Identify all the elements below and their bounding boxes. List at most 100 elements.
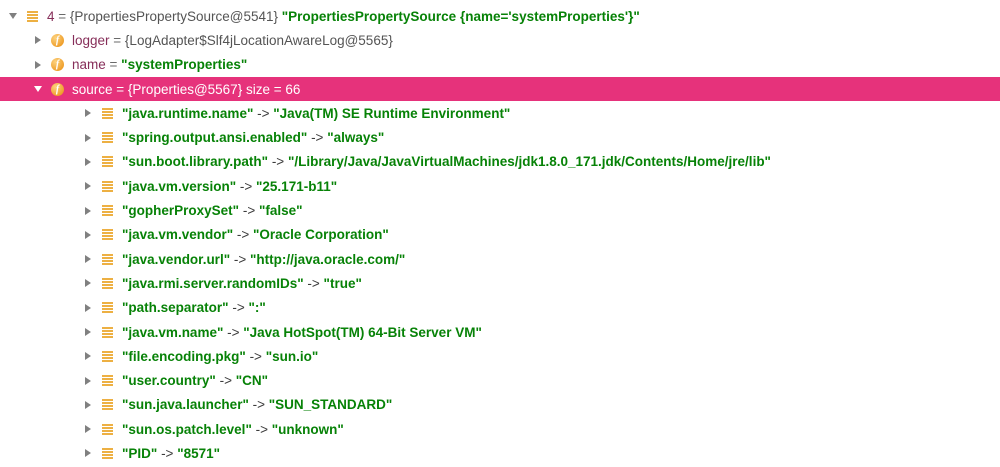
text-segment-string: "true"	[323, 275, 362, 291]
expand-arrow-icon[interactable]	[81, 398, 95, 412]
text-segment-ref: {Properties@5567}	[127, 81, 246, 97]
value-icon	[101, 155, 114, 168]
tree-row-label: "java.vm.name" -> "Java HotSpot(TM) 64-B…	[122, 325, 482, 340]
expand-arrow-icon[interactable]	[81, 131, 95, 145]
text-segment-ref: {PropertiesPropertySource@5541}	[69, 8, 282, 24]
value-icon	[101, 204, 114, 217]
text-segment-arrow: ->	[230, 251, 250, 267]
text-segment-arrow: ->	[253, 105, 274, 121]
value-icon	[26, 10, 39, 23]
text-segment-string: "sun.os.patch.level"	[122, 421, 252, 437]
expand-arrow-icon[interactable]	[81, 228, 95, 242]
text-segment-string: "Java(TM) SE Runtime Environment"	[273, 105, 511, 121]
expand-arrow-icon[interactable]	[81, 325, 95, 339]
tree-row-label: "user.country" -> "CN"	[122, 373, 268, 388]
text-segment-arrow: ->	[228, 300, 249, 316]
value-icon	[101, 447, 114, 460]
text-segment-name: name	[72, 57, 106, 73]
tree-row[interactable]: "gopherProxySet" -> "false"	[0, 198, 1000, 222]
text-segment-string: "path.separator"	[122, 300, 229, 316]
tree-row-label: logger = {LogAdapter$Slf4jLocationAwareL…	[72, 33, 393, 48]
tree-row[interactable]: "sun.java.launcher" -> "SUN_STANDARD"	[0, 393, 1000, 417]
text-segment-string: "/Library/Java/JavaVirtualMachines/jdk1.…	[287, 154, 771, 170]
tree-row[interactable]: f source = {Properties@5567} size = 66	[0, 76, 1000, 102]
text-segment-name: 4	[47, 8, 55, 24]
expand-arrow-icon[interactable]	[81, 301, 95, 315]
tree-row-label: "PID" -> "8571"	[122, 446, 220, 461]
text-segment-string: "PID"	[122, 445, 158, 461]
text-segment-string: "sun.boot.library.path"	[122, 154, 269, 170]
text-segment-plain: =	[54, 8, 70, 24]
value-icon	[101, 301, 114, 314]
expand-arrow-icon[interactable]	[81, 374, 95, 388]
tree-row[interactable]: "PID" -> "8571"	[0, 441, 1000, 465]
expand-arrow-icon[interactable]	[81, 422, 95, 436]
tree-row[interactable]: "java.rmi.server.randomIDs" -> "true"	[0, 271, 1000, 295]
tree-row[interactable]: "sun.boot.library.path" -> "/Library/Jav…	[0, 150, 1000, 174]
tree-row[interactable]: "spring.output.ansi.enabled" -> "always"	[0, 125, 1000, 149]
text-segment-string: "sun.java.launcher"	[122, 397, 249, 413]
field-icon: f	[51, 82, 64, 96]
tree-row[interactable]: "user.country" -> "CN"	[0, 368, 1000, 392]
tree-row-label: "sun.os.patch.level" -> "unknown"	[122, 422, 344, 437]
tree-row-label: "java.rmi.server.randomIDs" -> "true"	[122, 276, 362, 291]
value-icon	[101, 228, 114, 241]
tree-row[interactable]: "java.vm.name" -> "Java HotSpot(TM) 64-B…	[0, 320, 1000, 344]
text-segment-string: "Oracle Corporation"	[253, 227, 389, 243]
value-icon	[101, 374, 114, 387]
expand-arrow-icon[interactable]	[81, 276, 95, 290]
text-segment-string: ":"	[248, 300, 266, 316]
value-icon	[101, 350, 114, 363]
value-icon	[101, 180, 114, 193]
expand-arrow-icon[interactable]	[81, 446, 95, 460]
text-segment-string: "systemProperties"	[121, 57, 248, 73]
tree-row-label: "sun.boot.library.path" -> "/Library/Jav…	[122, 154, 771, 169]
text-segment-string: "sun.io"	[265, 348, 319, 364]
tree-row[interactable]: "java.vm.vendor" -> "Oracle Corporation"	[0, 223, 1000, 247]
expand-arrow-icon[interactable]	[81, 349, 95, 363]
text-segment-arrow: ->	[157, 445, 178, 461]
text-segment-arrow: ->	[248, 397, 269, 413]
field-icon: f	[51, 33, 64, 47]
tree-row[interactable]: "sun.os.patch.level" -> "unknown"	[0, 417, 1000, 441]
collapse-arrow-icon[interactable]	[31, 82, 45, 96]
expand-arrow-icon[interactable]	[81, 106, 95, 120]
text-segment-ref: {LogAdapter$Slf4jLocationAwareLog@5565}	[124, 32, 393, 48]
tree-row[interactable]: f logger = {LogAdapter$Slf4jLocationAware…	[0, 28, 1000, 52]
tree-row-label: 4 = {PropertiesPropertySource@5541} "Pro…	[47, 9, 640, 24]
text-segment-string: "8571"	[177, 445, 221, 461]
text-segment-plain: =	[109, 32, 125, 48]
text-segment-arrow: ->	[236, 178, 257, 194]
tree-row[interactable]: "java.runtime.name" -> "Java(TM) SE Runt…	[0, 101, 1000, 125]
text-segment-arrow: ->	[307, 130, 328, 146]
tree-row-label: "java.runtime.name" -> "Java(TM) SE Runt…	[122, 106, 510, 121]
tree-row-label: name = "systemProperties"	[72, 57, 247, 72]
tree-row[interactable]: "java.vendor.url" -> "http://java.oracle…	[0, 247, 1000, 271]
text-segment-string: "unknown"	[271, 421, 344, 437]
collapse-arrow-icon[interactable]	[6, 9, 20, 23]
tree-row-label: source = {Properties@5567} size = 66	[72, 82, 300, 97]
field-icon: f	[51, 58, 64, 72]
expand-arrow-icon[interactable]	[81, 155, 95, 169]
expand-arrow-icon[interactable]	[81, 179, 95, 193]
text-segment-string: "false"	[258, 203, 303, 219]
text-segment-string: "java.vm.vendor"	[122, 227, 234, 243]
text-segment-string: "spring.output.ansi.enabled"	[122, 130, 308, 146]
expand-arrow-icon[interactable]	[81, 204, 95, 218]
tree-row-label: "java.vm.version" -> "25.171-b11"	[122, 179, 337, 194]
text-segment-string: "file.encoding.pkg"	[122, 348, 246, 364]
tree-row[interactable]: "path.separator" -> ":"	[0, 296, 1000, 320]
value-icon	[101, 253, 114, 266]
tree-row[interactable]: "file.encoding.pkg" -> "sun.io"	[0, 344, 1000, 368]
tree-row[interactable]: "java.vm.version" -> "25.171-b11"	[0, 174, 1000, 198]
expand-arrow-icon[interactable]	[31, 58, 45, 72]
tree-row[interactable]: 4 = {PropertiesPropertySource@5541} "Pro…	[0, 4, 1000, 28]
text-segment-arrow: ->	[303, 275, 324, 291]
tree-row-label: "file.encoding.pkg" -> "sun.io"	[122, 349, 318, 364]
tree-row[interactable]: f name = "systemProperties"	[0, 53, 1000, 77]
text-segment-size: size = 66	[245, 81, 301, 97]
text-segment-plain: =	[112, 81, 128, 97]
expand-arrow-icon[interactable]	[81, 252, 95, 266]
text-segment-string: "java.vm.name"	[122, 324, 224, 340]
expand-arrow-icon[interactable]	[31, 33, 45, 47]
